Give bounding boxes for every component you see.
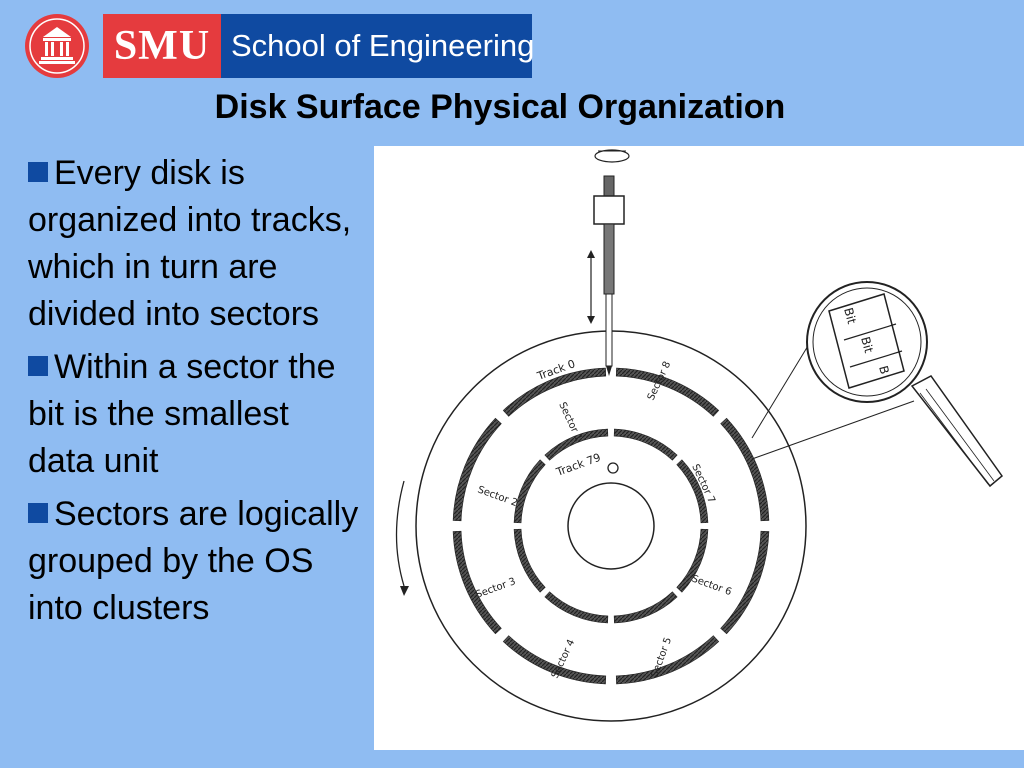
spindle-hole [567, 482, 655, 570]
bullet-text: Every disk is organized into tracks, whi… [28, 154, 352, 333]
square-bullet-icon [28, 162, 48, 182]
sector-1-label: Sector 1 [556, 401, 584, 443]
smu-logo: SMU School of Engineering [0, 0, 534, 80]
sector-3-label: Sector 3 [474, 576, 517, 601]
track-segment [452, 530, 502, 635]
bullet-item: Within a sector the bit is the smallest … [28, 344, 363, 485]
track-79-label: Track 79 [554, 451, 603, 479]
track-segment [720, 417, 770, 522]
track-segment [544, 591, 609, 624]
disk-diagram-svg: Track 0 Track 79 Sector 1 Sector 8 Secto… [395, 149, 1004, 722]
bullet-item: Every disk is organized into tracks, whi… [28, 150, 363, 338]
magnifier-pointer-line [751, 400, 915, 460]
track-segment [544, 428, 609, 461]
track-segment [613, 591, 678, 624]
magnifier-pointer-line [751, 330, 818, 439]
bullet-text: Within a sector the bit is the smallest … [28, 348, 336, 480]
bit-label: Bit [858, 335, 876, 355]
bullet-list: Every disk is organized into tracks, whi… [28, 150, 363, 638]
school-of-engineering-label: School of Engineering [221, 14, 534, 78]
disk-tracks [452, 367, 770, 685]
rotation-arrow-icon [395, 480, 409, 596]
sector-6-label: Sector 6 [690, 573, 733, 598]
track-segment [513, 459, 546, 524]
track-segment [720, 530, 770, 635]
index-mark [607, 462, 619, 474]
bullet-text: Sectors are logically grouped by the OS … [28, 495, 359, 627]
magnifying-glass-icon [806, 281, 1004, 488]
track-segment [676, 528, 709, 593]
square-bullet-icon [28, 356, 48, 376]
track-segment [502, 367, 607, 417]
bit-label: B [876, 364, 892, 376]
head-movement-arrow-icon [587, 250, 595, 324]
slide-title: Disk Surface Physical Organization [214, 88, 786, 126]
bullet-item: Sectors are logically grouped by the OS … [28, 491, 363, 632]
university-seal-icon [25, 14, 89, 78]
disk-diagram: Track 0 Track 79 Sector 1 Sector 8 Secto… [374, 146, 1024, 750]
sector-2-label: Sector 2 [476, 484, 519, 509]
track-segment [452, 417, 502, 522]
track-segment [502, 635, 607, 685]
smu-wordmark: SMU [103, 14, 221, 78]
track-segment [613, 428, 678, 461]
track-segment [615, 635, 720, 685]
read-write-head-icon [593, 149, 630, 376]
track-segment [615, 367, 720, 417]
square-bullet-icon [28, 503, 48, 523]
disk-outline [415, 330, 807, 722]
bit-label: Bit [841, 306, 859, 326]
track-segment [676, 459, 709, 524]
track-segment [513, 528, 546, 593]
